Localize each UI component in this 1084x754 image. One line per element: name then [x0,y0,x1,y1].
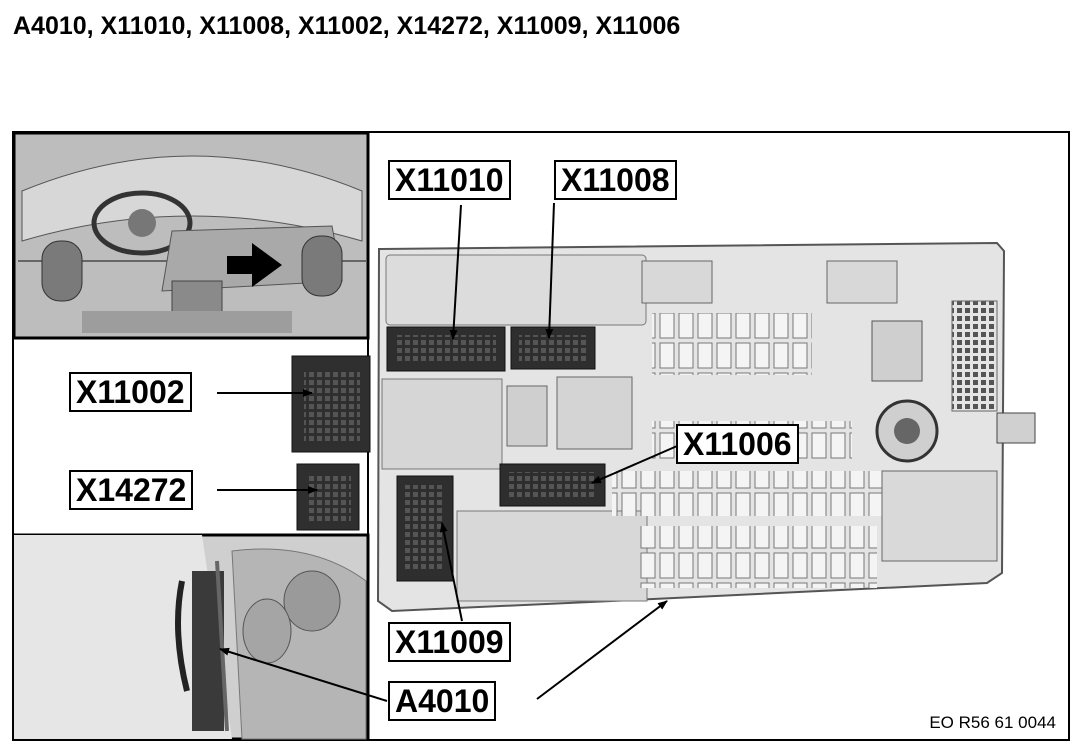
connector-x14272-drawing [296,463,360,531]
connector-x11006-drawing [499,463,606,507]
leader-a4010-pillar [219,647,388,702]
dashboard-arrow-icon [227,243,282,287]
leader-a4010-module [536,600,668,700]
leader-x11010 [449,204,462,340]
callout-x11010: X11010 [388,160,511,200]
callout-a4010: A4010 [388,681,497,721]
leader-x11009 [439,522,463,622]
callout-x11006: X11006 [676,424,799,464]
callout-x14272: X14272 [69,470,194,510]
pillar-inset-image [12,533,370,741]
dashboard-inset-image [12,131,370,340]
callout-x11002: X11002 [69,372,192,412]
connector-x11009-drawing [396,475,454,582]
callout-x11009: X11009 [388,622,511,662]
connector-x11010-drawing [386,326,506,372]
diagram-figure: X11010 X11008 X11002 X14272 X11006 X1100… [12,131,1070,741]
leader-x11008 [545,202,555,339]
connector-x11008-drawing [510,326,596,370]
reference-code: EO R56 61 0044 [929,713,1056,732]
diagram-drawing [12,131,1070,741]
leader-x11006 [591,442,685,484]
connector-x11002-drawing [291,355,371,453]
callout-x11008: X11008 [554,160,677,200]
page-title: A4010, X11010, X11008, X11002, X14272, X… [13,12,681,40]
